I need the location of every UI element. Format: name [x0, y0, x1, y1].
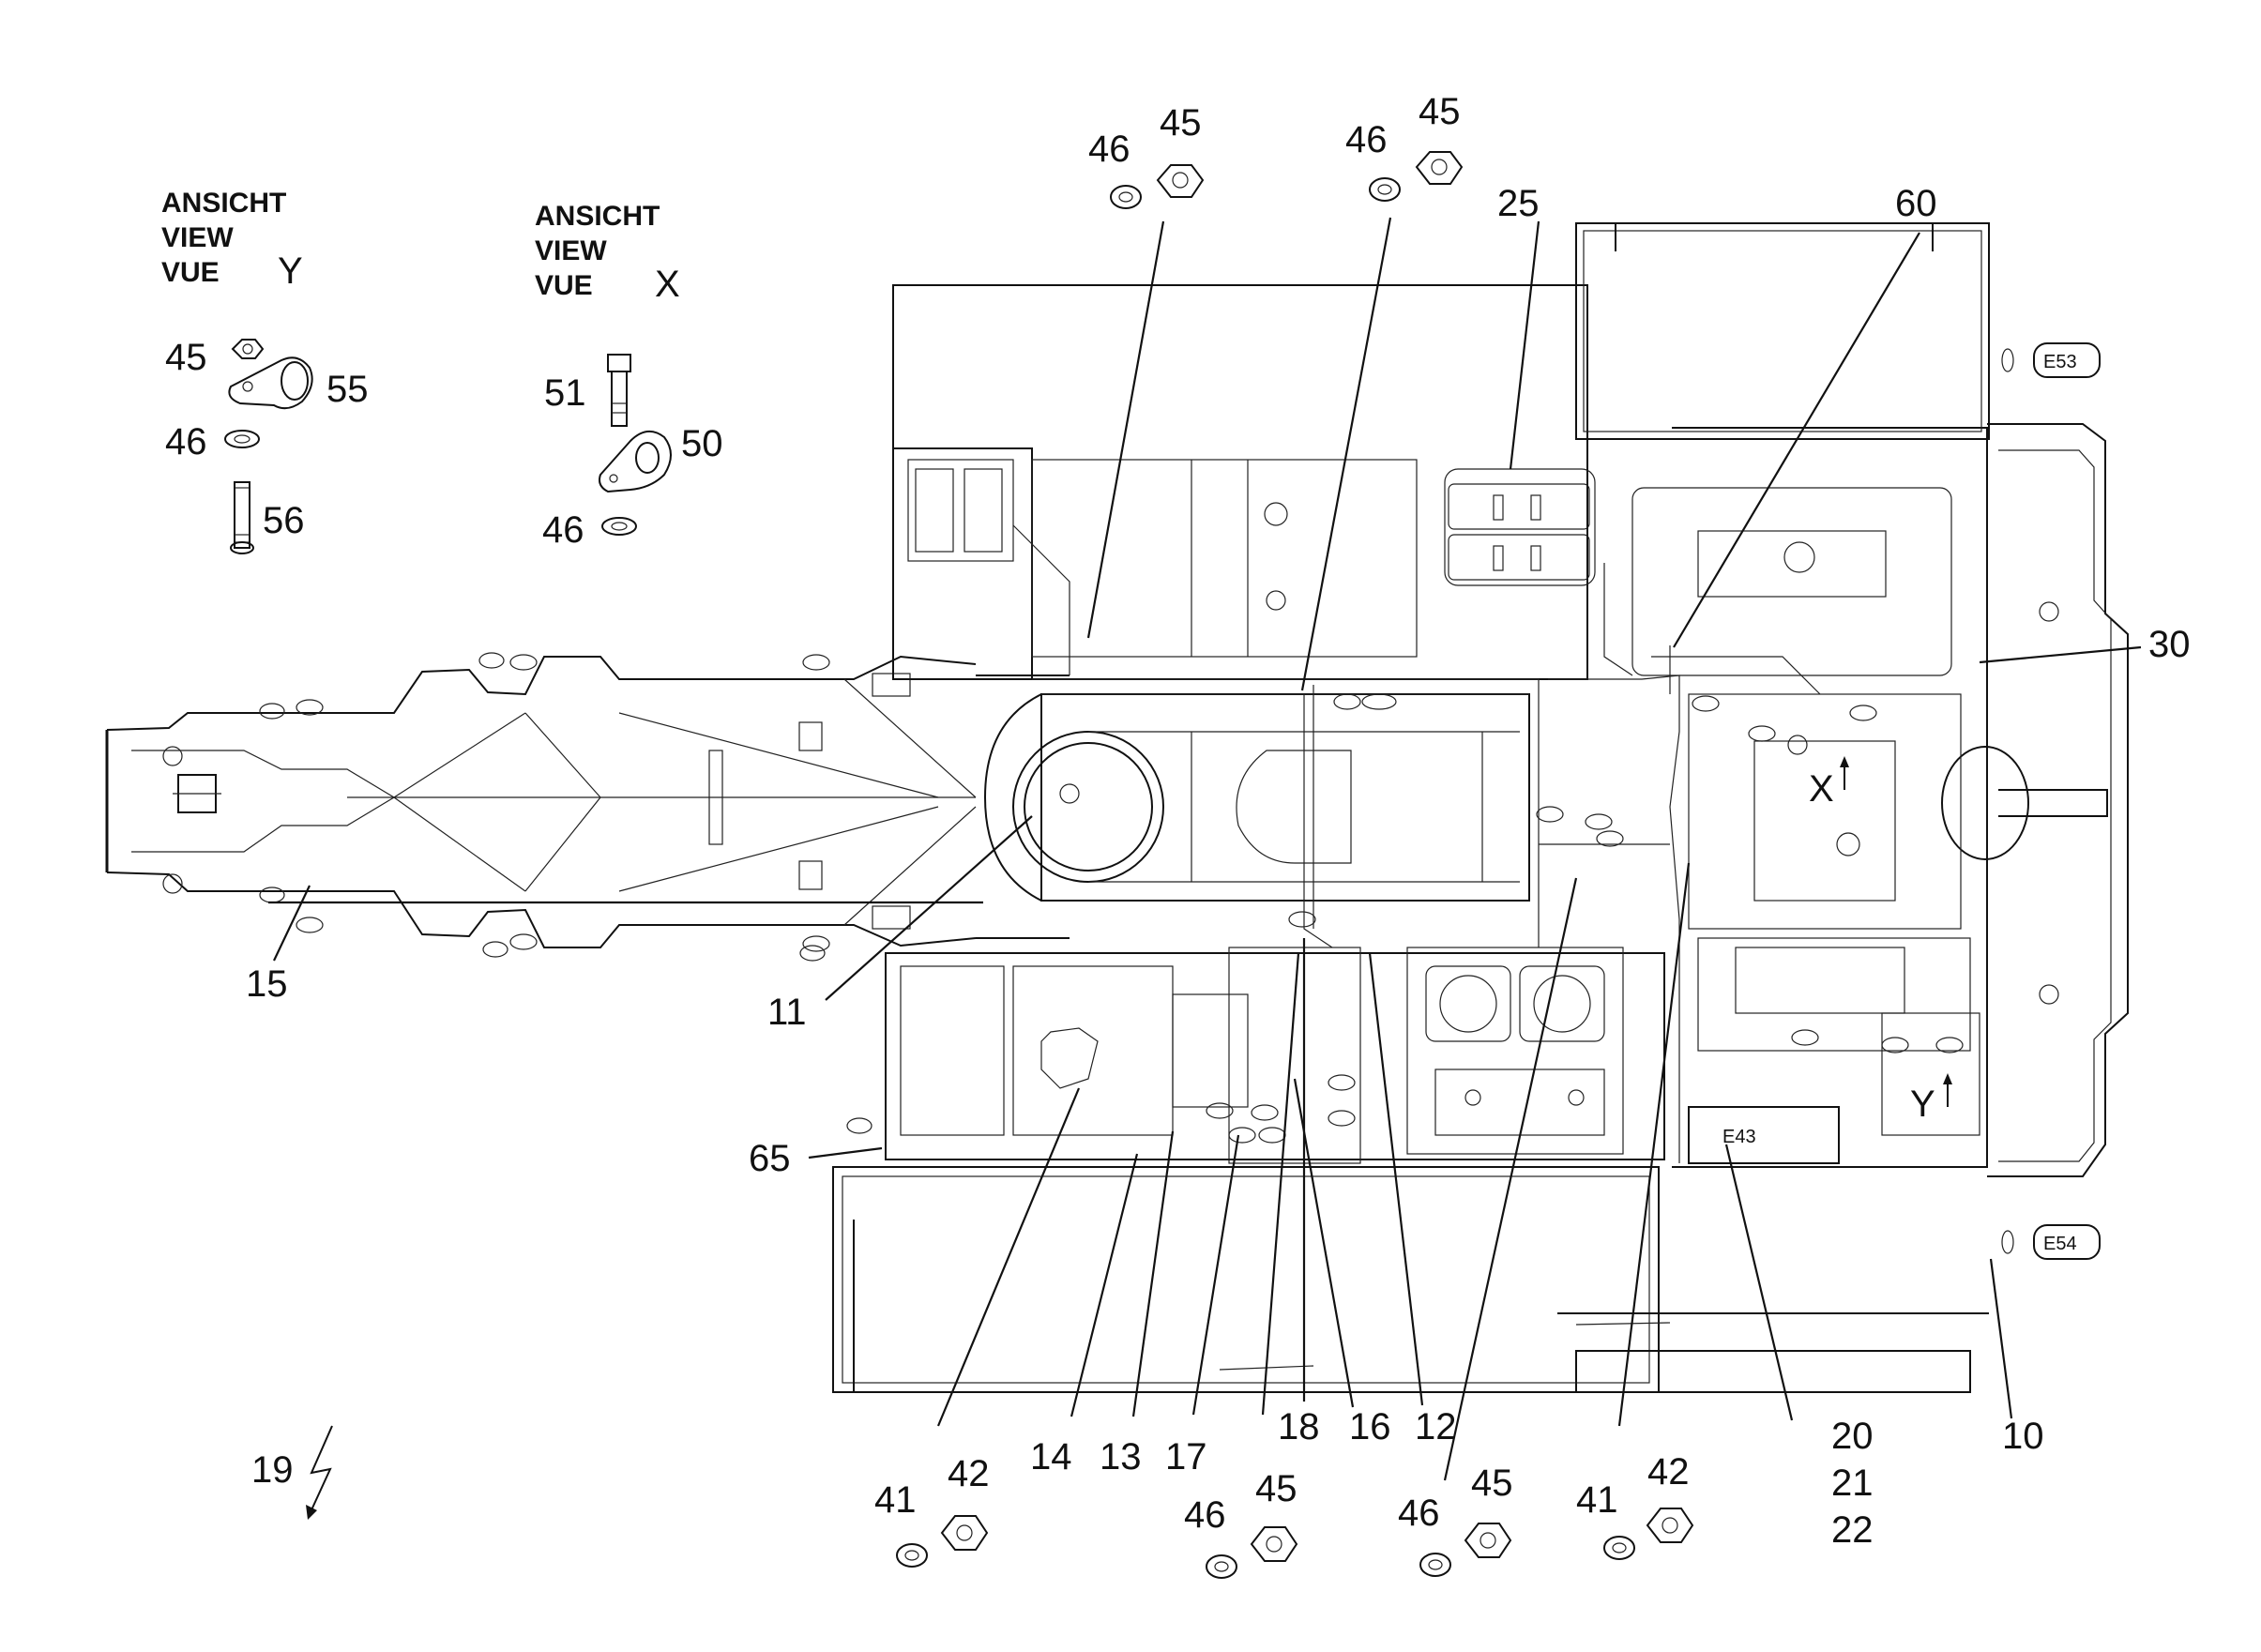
- e43-tag: E43: [1722, 1127, 1756, 1147]
- nut-icon: [1250, 1526, 1298, 1562]
- view-x-marker: X: [1809, 768, 1834, 810]
- nut-icon: [1156, 164, 1205, 198]
- wiring-harness: [1012, 524, 1821, 1163]
- part-label-20: 20: [1831, 1416, 1874, 1457]
- washer-icon: [601, 517, 637, 536]
- edge-tags: E53 E54: [2001, 342, 2101, 1260]
- washer-icon: [224, 430, 260, 448]
- part-label-46: 46: [1398, 1493, 1440, 1534]
- view-x-letter: X: [655, 264, 680, 305]
- fastener-icons: [896, 151, 1694, 1579]
- washer-icon: [1206, 1554, 1237, 1579]
- part-label-55: 55: [326, 369, 369, 410]
- view-y-line1: ANSICHT: [161, 188, 286, 219]
- part-label-51: 51: [544, 372, 586, 414]
- view-x-line2: VIEW: [535, 235, 607, 266]
- e43-box: [1688, 1106, 1840, 1164]
- part-label-30: 30: [2148, 624, 2191, 665]
- upper-structure: [892, 284, 1596, 680]
- part-label-45: 45: [1255, 1468, 1297, 1509]
- part-label-65: 65: [749, 1138, 791, 1179]
- e53-tag: E53: [2043, 352, 2077, 372]
- machine-outline: E43 E53 E54 X Y: [105, 222, 2129, 1393]
- part-label-45: 45: [165, 337, 207, 378]
- lightning-icon: [306, 1425, 333, 1520]
- view-x-detail: ANSICHT VIEW VUE X 51 50 46: [535, 201, 723, 551]
- part-label-46: 46: [165, 421, 207, 462]
- part-label-41: 41: [874, 1479, 917, 1521]
- washer-icon: [896, 1543, 928, 1568]
- clamp-icon: [599, 431, 672, 493]
- e54-tag: E54: [2043, 1234, 2077, 1254]
- part-label-46: 46: [1088, 129, 1130, 170]
- washer-icon: [1110, 185, 1142, 209]
- part-label-42: 42: [1647, 1451, 1690, 1493]
- part-label-11: 11: [767, 992, 807, 1033]
- part-label-46: 46: [1184, 1494, 1226, 1536]
- part-label-22: 22: [1831, 1509, 1874, 1551]
- part-label-12: 12: [1415, 1406, 1457, 1447]
- part-label-15: 15: [246, 963, 288, 1005]
- arrow-up-icon: [1840, 756, 1849, 767]
- part-label-13: 13: [1100, 1436, 1142, 1478]
- nut-icon: [1415, 151, 1464, 185]
- view-x-line3: VUE: [535, 270, 593, 301]
- nut-icon: [231, 339, 265, 359]
- bolt-icon: [607, 354, 631, 427]
- part-label-21: 21: [1831, 1463, 1874, 1504]
- nut-icon: [1646, 1508, 1694, 1543]
- part-labels: 46 45 46 45 25 60 30 15 11 65 14 13 17 1…: [246, 91, 2191, 1551]
- part-label-56: 56: [263, 500, 305, 541]
- part-label-42: 42: [948, 1453, 990, 1494]
- lower-structure: E43: [832, 947, 1989, 1393]
- bolt-icon: [230, 481, 254, 554]
- part-label-46-x: 46: [542, 509, 584, 551]
- part-label-14: 14: [1030, 1436, 1072, 1478]
- arrow-up-icon: [1943, 1073, 1952, 1084]
- leader-lines: [268, 217, 2142, 1481]
- view-x-line1: ANSICHT: [535, 201, 660, 232]
- part-label-19: 19: [251, 1449, 294, 1491]
- callout-bubbles: [259, 652, 1964, 1144]
- view-y-detail: ANSICHT VIEW VUE Y 45 55 46: [161, 188, 369, 554]
- view-y-line3: VUE: [161, 257, 220, 288]
- slewing-ring: [976, 674, 1530, 939]
- rear-module: [1575, 222, 2129, 1177]
- part-label-16: 16: [1349, 1406, 1391, 1447]
- nut-icon: [1464, 1523, 1512, 1558]
- nut-icon: [940, 1515, 989, 1551]
- boom: [105, 654, 977, 952]
- clamp-icon: [228, 356, 313, 410]
- part-label-45: 45: [1471, 1463, 1513, 1504]
- part-label-25: 25: [1497, 183, 1540, 224]
- part-label-45: 45: [1419, 91, 1461, 132]
- part-label-45: 45: [1160, 102, 1202, 144]
- washer-icon: [1603, 1536, 1635, 1560]
- part-label-41: 41: [1576, 1479, 1618, 1521]
- view-y-letter: Y: [278, 250, 303, 292]
- part-label-60: 60: [1895, 183, 1937, 224]
- part-label-50: 50: [681, 423, 723, 464]
- part-label-46: 46: [1345, 119, 1388, 160]
- washer-icon: [1419, 1553, 1451, 1577]
- view-y-marker: Y: [1910, 1084, 1935, 1125]
- view-y-line2: VIEW: [161, 222, 234, 253]
- part-label-18: 18: [1278, 1406, 1320, 1447]
- washer-icon: [1369, 177, 1401, 202]
- part-label-17: 17: [1165, 1436, 1207, 1478]
- part-label-10: 10: [2002, 1416, 2044, 1457]
